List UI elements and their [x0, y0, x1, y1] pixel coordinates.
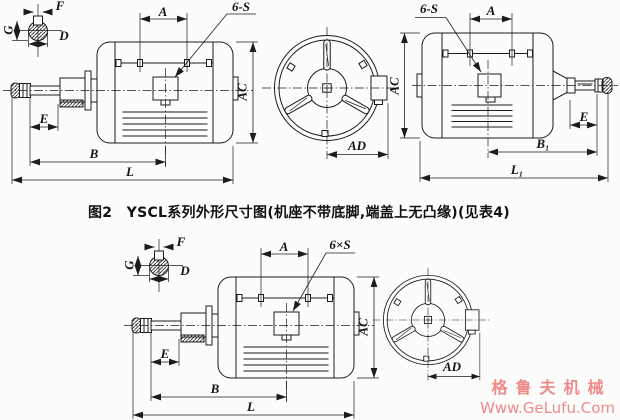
dim-E — [29, 98, 59, 131]
holes-leader-line — [415, 17, 482, 73]
fig2-left-side-view — [124, 239, 379, 419]
dim-L1 — [419, 94, 609, 182]
shaft-section-detail — [12, 4, 62, 57]
dim-label-d: D — [58, 28, 69, 43]
dim-B — [29, 131, 166, 166]
motor-side-view-shaft-left — [3, 4, 258, 184]
fig1-labels: F G D A 6-S AC E B L AD 6-S A AC E B₁ L₁ — [1, 0, 589, 179]
dim-label-l: L — [246, 399, 255, 414]
dim-label-b1: B₁ — [535, 136, 549, 151]
dim-label-b: B — [89, 146, 99, 161]
dim-AC — [236, 41, 258, 144]
dim-label-f: F — [176, 234, 186, 249]
dim-label-b: B — [210, 381, 220, 396]
dim-label-g: G — [1, 25, 16, 35]
watermark-brand-text: 格鲁夫机械 — [491, 378, 612, 397]
rim-screw-hole — [358, 59, 368, 70]
dim-AC — [400, 32, 420, 139]
dim-E — [569, 94, 598, 129]
dim-L — [11, 96, 234, 184]
watermark-site-text: Www.GeLufu.Com — [479, 399, 615, 417]
motor-side-view-shaft-right — [400, 13, 618, 182]
dim-B1 — [488, 129, 598, 156]
watermark: 格鲁夫机械 Www.GeLufu.Com — [480, 374, 615, 417]
fig2-labels: F G D A 6×S AC E B L AD — [122, 234, 462, 414]
rim-screw-hole — [321, 130, 329, 137]
rim-screw-hole — [286, 62, 296, 72]
holes-leader-line — [292, 252, 355, 312]
dim-A — [469, 13, 513, 66]
motor-front-view — [262, 27, 400, 159]
dim-label-l: L — [125, 164, 134, 179]
dim-label-ad: AD — [442, 359, 462, 374]
dim-label-ac: AC — [356, 318, 371, 337]
dim-label-ac: AC — [235, 83, 250, 102]
dim-label-a: A — [158, 4, 168, 19]
dim-label-e: E — [39, 111, 49, 126]
holes-label: 6-S — [232, 0, 250, 14]
dim-label-d: D — [179, 263, 190, 278]
dim-label-l1: L₁ — [510, 162, 523, 177]
dim-label-a: A — [486, 3, 496, 18]
dim-label-g: G — [122, 260, 137, 270]
figure-caption: 图2 YSCL系列外形尺寸图(机座不带底脚,端盖上无凸缘)(见表4) — [88, 205, 511, 221]
dim-label-e: E — [579, 109, 589, 124]
motor-body — [96, 41, 239, 144]
dim-label-ad: AD — [347, 138, 367, 153]
holes-label: 6×S — [329, 237, 350, 252]
holes-label: 6-S — [420, 1, 438, 16]
fig2-front-view — [373, 268, 490, 380]
dim-label-f: F — [55, 0, 65, 13]
dim-label-ac: AC — [387, 77, 402, 96]
dim-label-a: A — [279, 239, 289, 254]
dim-AD — [327, 103, 389, 159]
holes-leader-line — [174, 13, 256, 78]
dim-label-e: E — [160, 346, 170, 361]
